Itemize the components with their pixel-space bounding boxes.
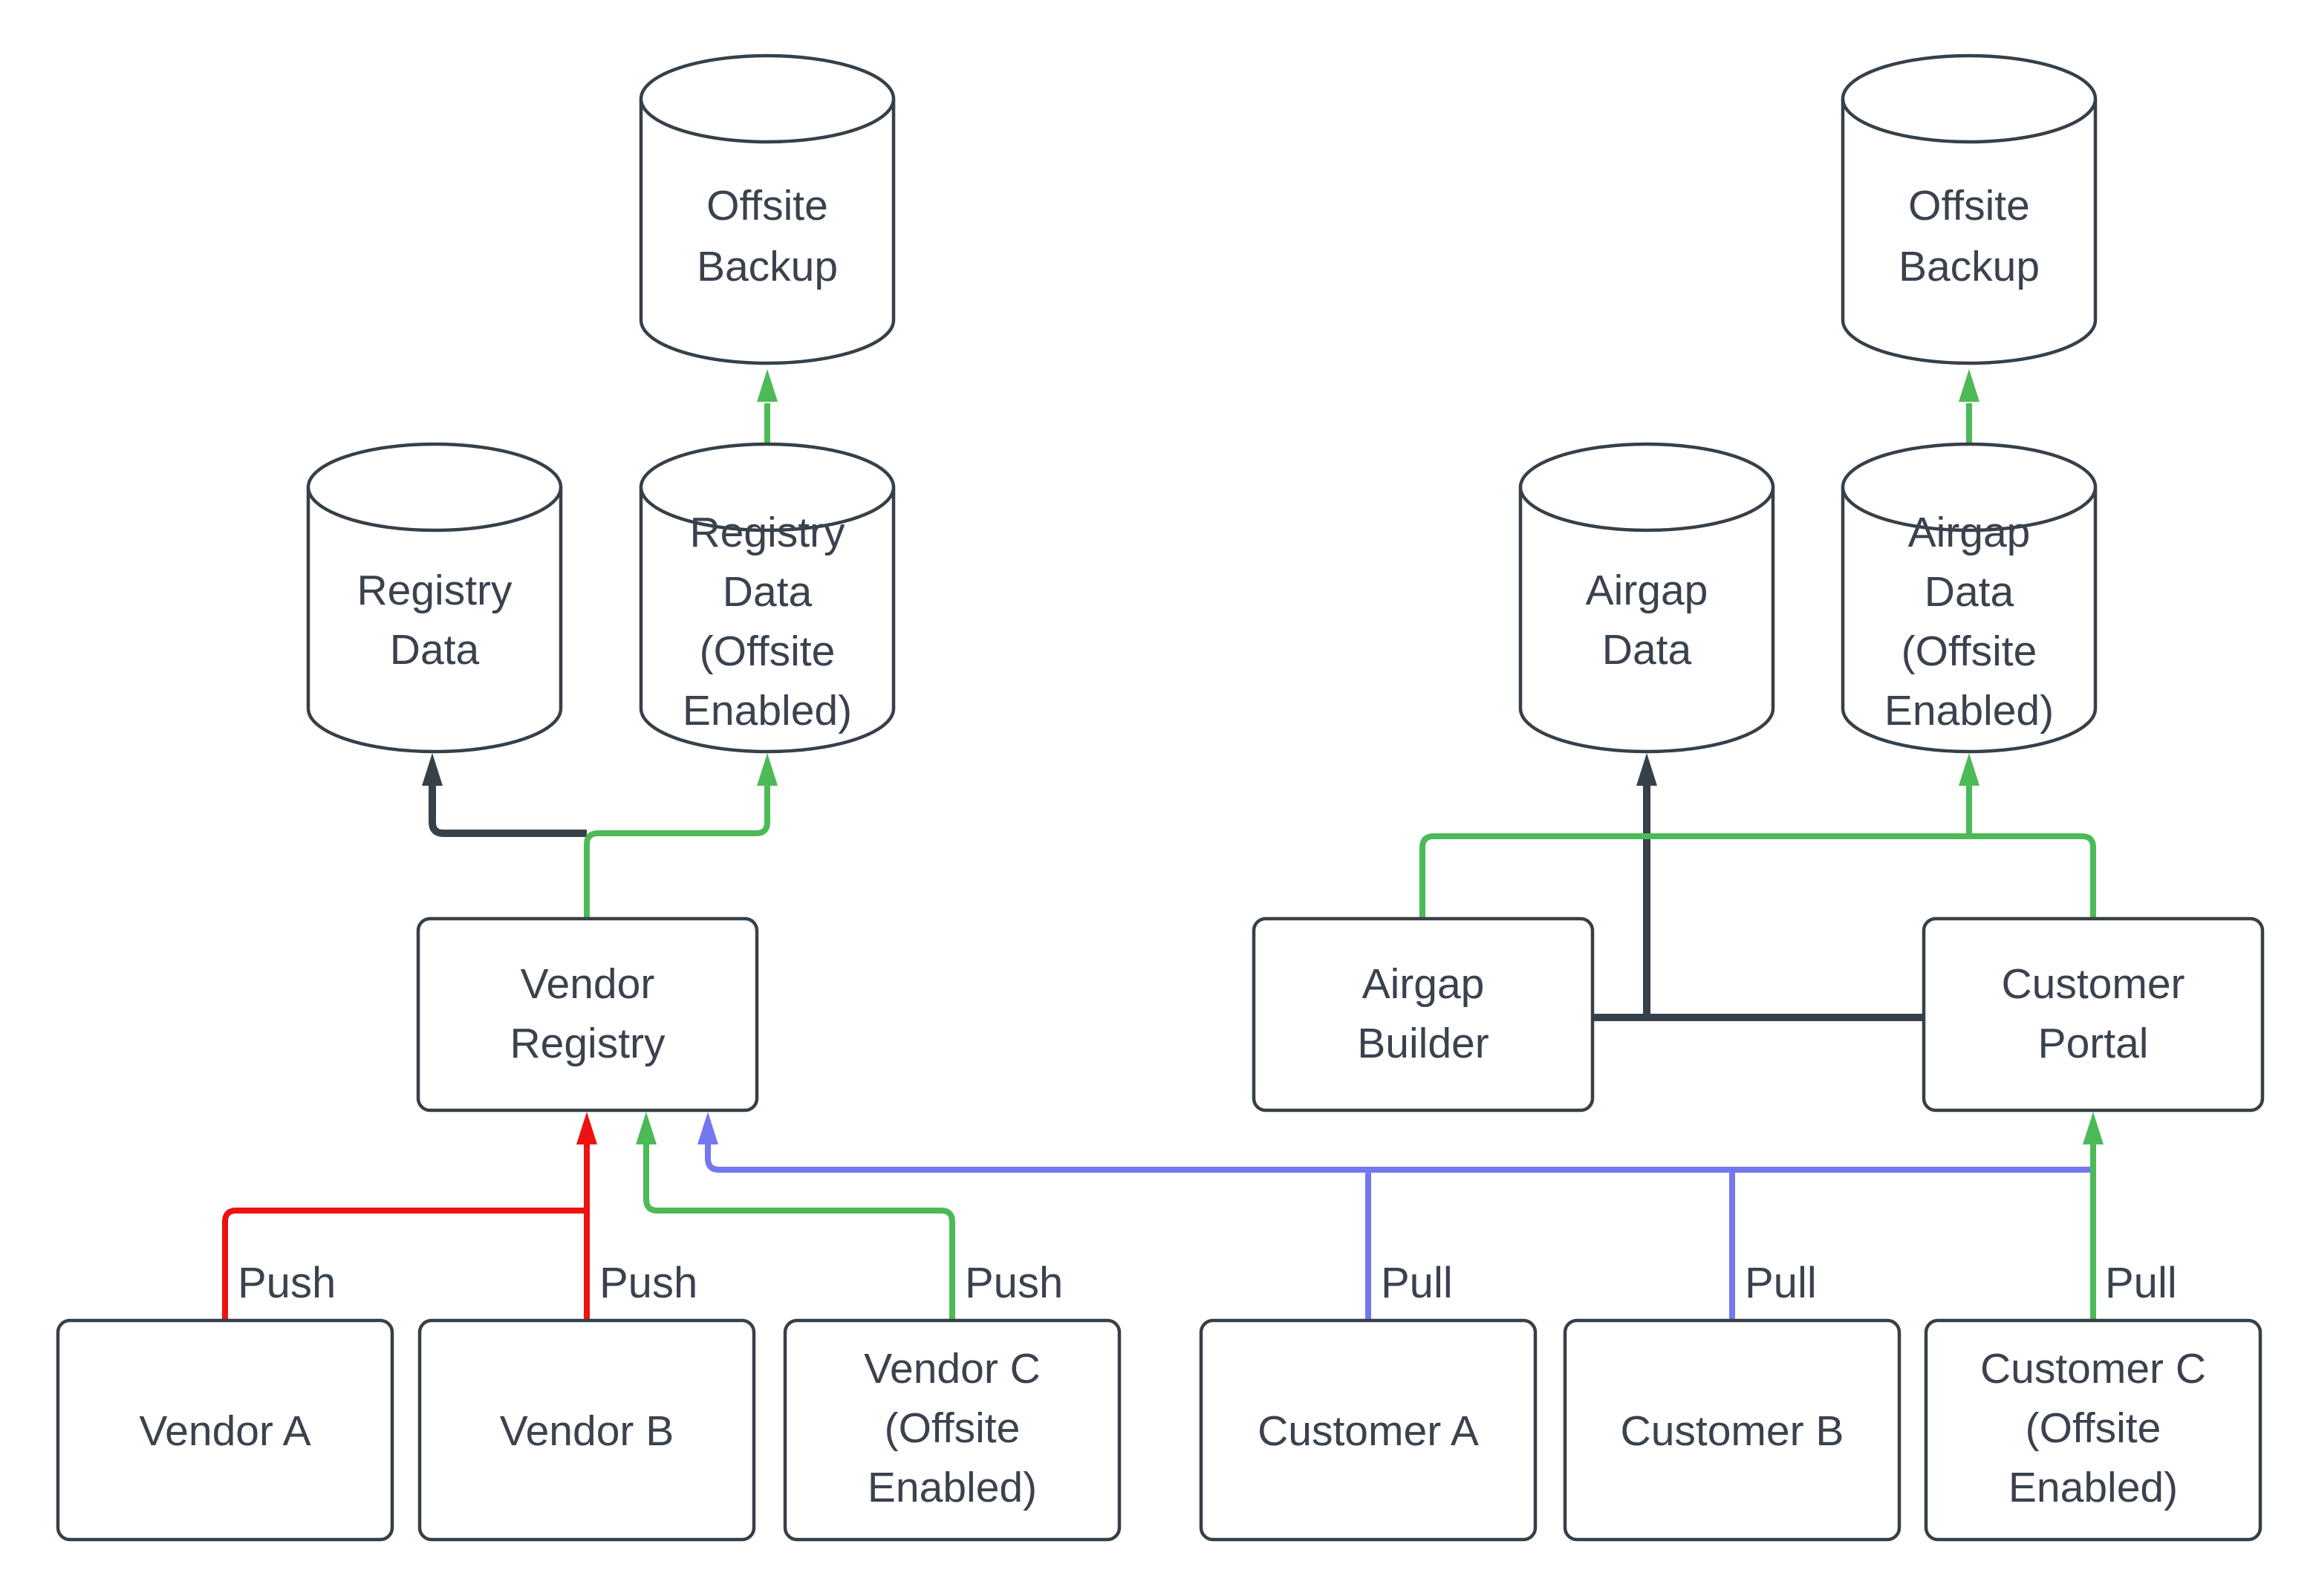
node-label: Data: [390, 626, 480, 674]
node-box: [1252, 916, 1595, 1113]
node-box: [417, 1318, 756, 1542]
node-box: [56, 1318, 394, 1542]
node-customer-a: Customer A: [1199, 1318, 1538, 1542]
node-label: Airgap: [1586, 567, 1708, 614]
cylinder-body: [306, 487, 563, 754]
node-label: (Offsite: [885, 1404, 1021, 1452]
node-label: Customer: [2001, 960, 2184, 1008]
edge-label-pull-customer-b: Pull: [1745, 1259, 1817, 1307]
node-vendor-a: Vendor A: [56, 1318, 394, 1542]
edge-vendor-registry-to-registry-data: [429, 784, 587, 837]
arrowhead-red-into-vendor-registry: [576, 1112, 597, 1144]
node-label: Offsite: [1908, 182, 2030, 229]
node-label: Airgap: [1908, 509, 2031, 556]
arrowhead-into-airgap-data: [1636, 753, 1657, 786]
node-offsite-backup-left: Offsite Backup: [639, 53, 896, 365]
edge-vendor-a-push: [222, 1208, 587, 1320]
arrowhead-into-registry-data-offsite: [757, 753, 778, 786]
cylinder-body: [639, 487, 896, 754]
arrowhead-green-into-customer-portal: [2083, 1112, 2104, 1144]
node-label: Backup: [1899, 243, 2040, 290]
node-customer-b: Customer B: [1563, 1318, 1902, 1542]
node-label: Vendor C: [864, 1345, 1041, 1393]
node-label: Builder: [1357, 1020, 1489, 1067]
node-offsite-backup-right: Offsite Backup: [1841, 53, 2098, 365]
node-label: Vendor A: [139, 1407, 310, 1455]
node-airgap-builder: Airgap Builder: [1252, 916, 1595, 1113]
node-label: Backup: [697, 243, 838, 290]
arrowhead-blue-into-vendor-registry: [697, 1112, 718, 1144]
edge-group-blue: [697, 1112, 2090, 1320]
node-label: Data: [723, 568, 813, 616]
node-box: [1924, 1318, 2262, 1542]
edge-customers-pull-main: [705, 1143, 2090, 1173]
node-label: Offsite: [706, 182, 828, 229]
node-label: Customer A: [1258, 1407, 1479, 1455]
edge-group-dark: [422, 753, 1924, 1021]
node-vendor-c: Vendor C (Offsite Enabled): [783, 1318, 1122, 1542]
node-label: Vendor: [521, 960, 655, 1008]
node-airgap-data-offsite: Airgap Data (Offsite Enabled): [1841, 442, 2098, 754]
node-label: (Offsite: [2026, 1404, 2161, 1452]
node-box: [1199, 1318, 1538, 1542]
node-label: Data: [1602, 626, 1692, 674]
node-label: Vendor B: [500, 1407, 674, 1455]
node-customer-c: Customer C (Offsite Enabled): [1924, 1318, 2262, 1542]
node-box: [1922, 916, 2265, 1113]
cylinder-body: [1841, 99, 2098, 365]
arrowhead-green-into-vendor-registry: [636, 1112, 657, 1144]
node-label: (Offsite: [700, 628, 836, 675]
node-label: Enabled): [683, 687, 852, 735]
edge-label-push-vendor-a: Push: [238, 1259, 336, 1307]
node-customer-portal: Customer Portal: [1922, 916, 2265, 1113]
edge-label-pull-customer-a: Pull: [1381, 1259, 1453, 1307]
arrowhead-into-airgap-data-offsite: [1959, 753, 1979, 786]
node-registry-data: Registry Data: [306, 442, 563, 754]
node-label: Enabled): [868, 1464, 1037, 1511]
cylinder-body: [1518, 487, 1775, 754]
arrowhead-into-offsite-backup-left: [757, 369, 778, 402]
cylinder-top: [1841, 442, 2098, 532]
node-label: Data: [1925, 568, 2014, 616]
cylinder-body: [639, 99, 896, 365]
arrowhead-into-offsite-backup-right: [1959, 369, 1979, 402]
edge-label-push-vendor-c: Push: [965, 1259, 1063, 1307]
arrowhead-into-registry-data: [422, 753, 443, 786]
node-box: [783, 1318, 1122, 1542]
node-label: Airgap: [1362, 960, 1485, 1008]
node-label: (Offsite: [1902, 628, 2037, 675]
node-registry-data-offsite: Registry Data (Offsite Enabled): [639, 442, 896, 754]
node-label: Enabled): [1884, 687, 2054, 735]
node-label: Enabled): [2008, 1464, 2178, 1511]
node-box: [416, 916, 759, 1113]
node-box: [1563, 1318, 1902, 1542]
node-vendor-b: Vendor B: [417, 1318, 756, 1542]
edge-vendor-c-push: [643, 1143, 955, 1320]
cylinder-top: [1841, 53, 2098, 144]
node-label: Customer C: [1980, 1345, 2206, 1393]
node-label: Portal: [2038, 1020, 2149, 1067]
edge-label-pull-customer-c: Pull: [2105, 1259, 2177, 1307]
node-label: Customer B: [1621, 1407, 1844, 1455]
edge-labels: Push Push Push Pull Pull Pull: [238, 1259, 2177, 1307]
edge-vendor-registry-to-registry-data-offsite: [584, 784, 770, 919]
cylinder-top: [1518, 442, 1775, 532]
node-label: Registry: [510, 1020, 666, 1067]
edge-group-green: [584, 369, 2104, 1320]
node-vendor-registry: Vendor Registry: [416, 916, 759, 1113]
cylinder-top: [639, 53, 896, 144]
node-label: Registry: [689, 509, 845, 556]
cylinder-top: [639, 442, 896, 532]
edge-group-red: [222, 1112, 597, 1320]
node-label: Registry: [357, 567, 513, 614]
node-airgap-data: Airgap Data: [1518, 442, 1775, 754]
edge-airgap-builder-customer-portal-offsite-net: [1419, 833, 2096, 919]
edge-label-push-vendor-b: Push: [599, 1259, 697, 1307]
cylinder-body: [1841, 487, 2098, 754]
cylinder-top: [306, 442, 563, 532]
